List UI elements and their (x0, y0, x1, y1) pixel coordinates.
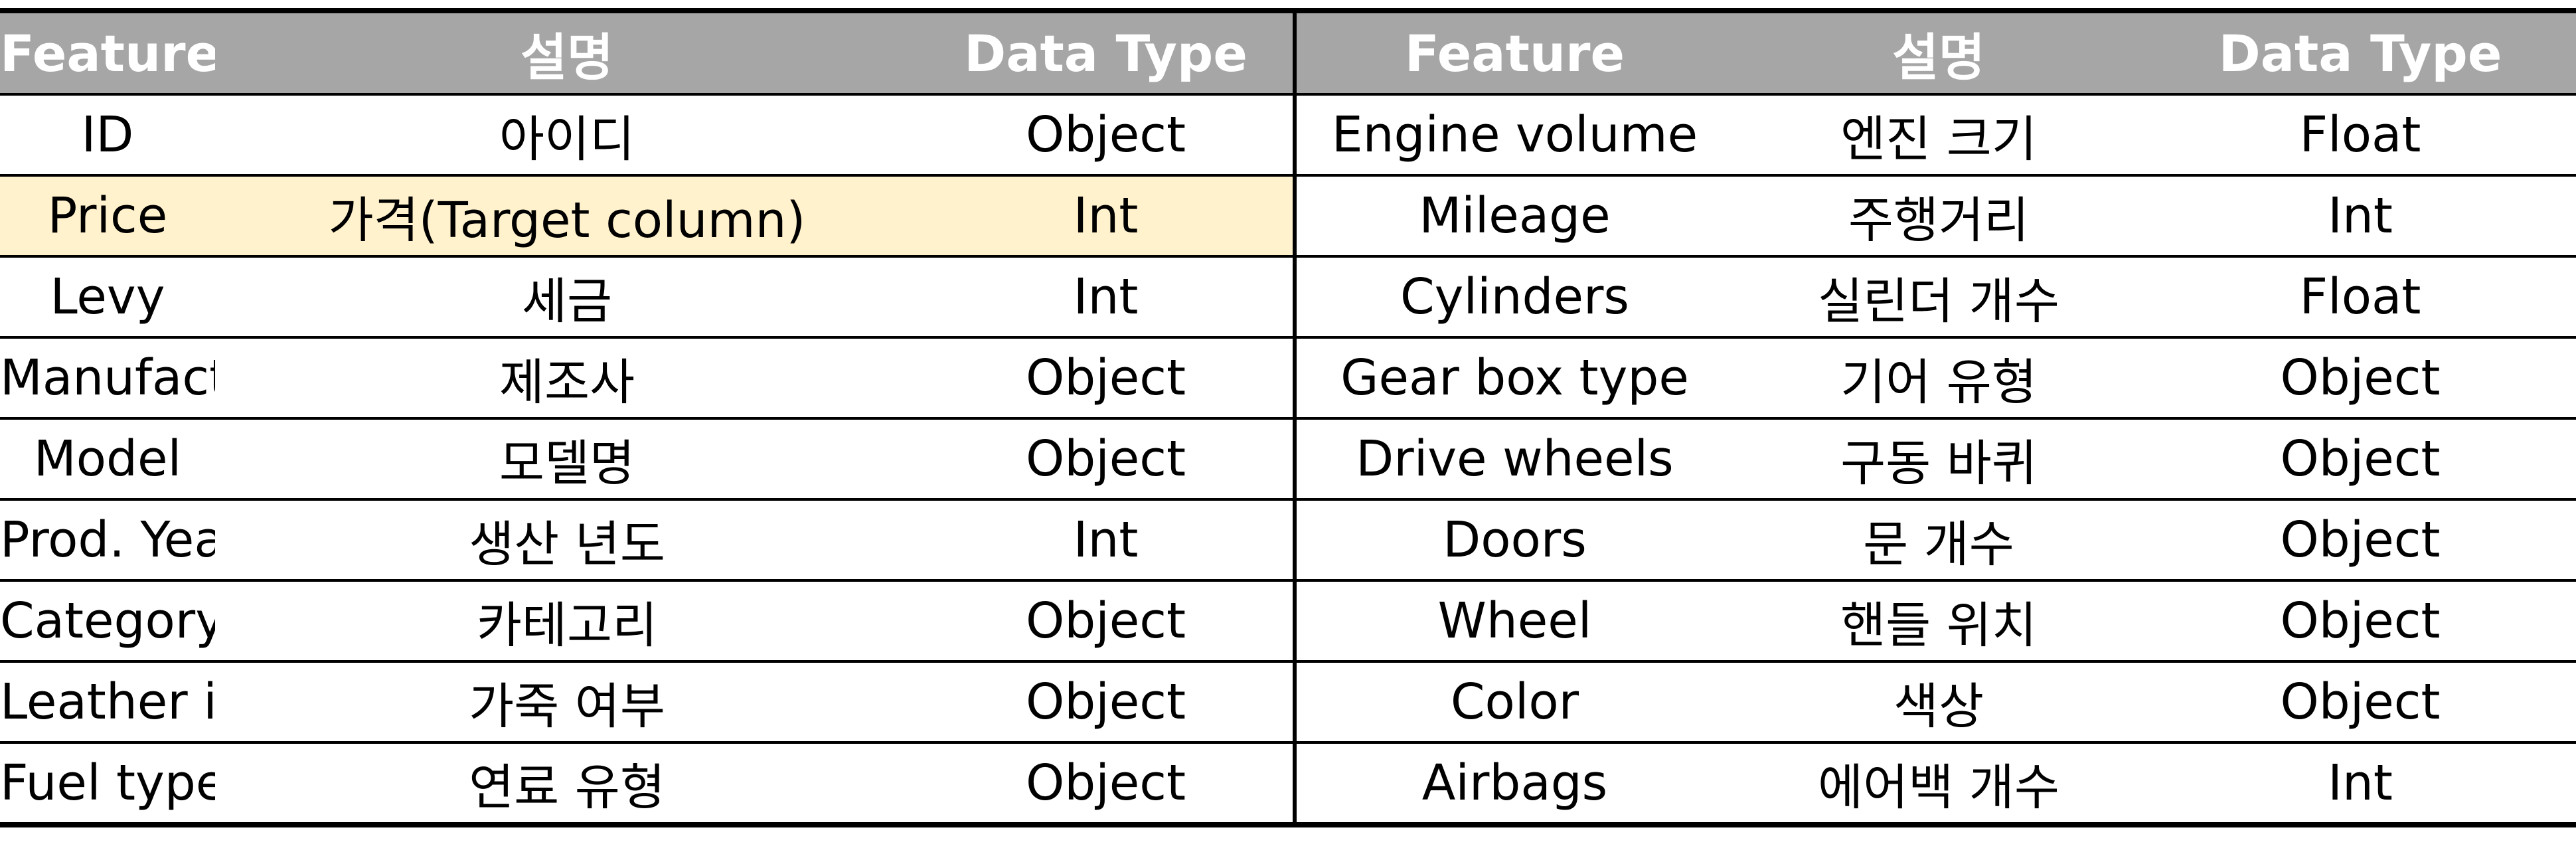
data-type-cell: Object (919, 579, 1295, 661)
feature-cell: Manufacturer (0, 336, 215, 418)
description-cell: 세금 (215, 255, 919, 337)
description-cell: 생산 년도 (215, 498, 919, 580)
table-row: Category 카테고리 Object Wheel 핸들 위치 Object (0, 579, 2576, 661)
table-row-highlighted: Price 가격(Target column) Int Mileage 주행거리… (0, 174, 2576, 256)
data-type-cell: Object (919, 417, 1295, 499)
data-type-cell: Object (2144, 579, 2576, 661)
table-row: Levy 세금 Int Cylinders 실린더 개수 Float (0, 255, 2576, 337)
feature-cell: Price (0, 174, 215, 256)
feature-cell: Wheel (1293, 579, 1733, 661)
description-cell: 가죽 여부 (215, 660, 919, 742)
description-cell: 연료 유형 (215, 741, 919, 825)
description-cell: 실린더 개수 (1733, 255, 2144, 337)
data-type-cell: Int (2144, 174, 2576, 256)
table-body: ID 아이디 Object Engine volume 엔진 크기 Float … (0, 93, 2576, 825)
feature-cell: Mileage (1293, 174, 1733, 256)
data-type-cell: Object (919, 336, 1295, 418)
feature-cell: Fuel type (0, 741, 215, 825)
description-cell: 제조사 (215, 336, 919, 418)
data-type-cell: Object (2144, 498, 2576, 580)
feature-cell: Category (0, 579, 215, 661)
feature-cell: Cylinders (1293, 255, 1733, 337)
description-cell: 문 개수 (1733, 498, 2144, 580)
data-type-cell: Int (919, 498, 1295, 580)
description-cell: 색상 (1733, 660, 2144, 742)
table-header: Feature 설명 Data Type Feature 설명 Data Typ… (0, 11, 2576, 94)
description-cell: 핸들 위치 (1733, 579, 2144, 661)
data-type-cell: Int (919, 255, 1295, 337)
feature-cell: Leather interior (0, 660, 215, 742)
description-cell: 가격(Target column) (215, 174, 919, 256)
feature-cell: Model (0, 417, 215, 499)
data-type-cell: Object (2144, 336, 2576, 418)
description-cell: 아이디 (215, 93, 919, 175)
header-data-type-right: Data Type (2144, 11, 2576, 94)
feature-cell: Engine volume (1293, 93, 1733, 175)
header-description-right: 설명 (1733, 11, 2144, 94)
feature-cell: Prod. Year (0, 498, 215, 580)
table-row: ID 아이디 Object Engine volume 엔진 크기 Float (0, 93, 2576, 175)
description-cell: 엔진 크기 (1733, 93, 2144, 175)
header-feature-left: Feature (0, 11, 215, 94)
feature-cell: Drive wheels (1293, 417, 1733, 499)
description-cell: 주행거리 (1733, 174, 2144, 256)
data-type-cell: Int (2144, 741, 2576, 825)
header-row: Feature 설명 Data Type Feature 설명 Data Typ… (0, 11, 2576, 94)
header-data-type-left: Data Type (919, 11, 1295, 94)
data-type-cell: Object (919, 741, 1295, 825)
data-type-cell: Object (919, 93, 1295, 175)
table-row: Manufacturer 제조사 Object Gear box type 기어… (0, 336, 2576, 418)
feature-cell: Airbags (1293, 741, 1733, 825)
description-cell: 에어백 개수 (1733, 741, 2144, 825)
feature-cell: Gear box type (1293, 336, 1733, 418)
feature-cell: ID (0, 93, 215, 175)
table-row: Model 모델명 Object Drive wheels 구동 바퀴 Obje… (0, 417, 2576, 499)
header-description-left: 설명 (215, 11, 919, 94)
data-type-cell: Float (2144, 255, 2576, 337)
table-row: Leather interior 가죽 여부 Object Color 색상 O… (0, 660, 2576, 742)
data-type-cell: Object (2144, 417, 2576, 499)
data-type-cell: Object (2144, 660, 2576, 742)
table-row: Prod. Year 생산 년도 Int Doors 문 개수 Object (0, 498, 2576, 580)
description-cell: 기어 유형 (1733, 336, 2144, 418)
description-cell: 카테고리 (215, 579, 919, 661)
data-type-cell: Object (919, 660, 1295, 742)
data-type-cell: Float (2144, 93, 2576, 175)
description-cell: 모델명 (215, 417, 919, 499)
feature-cell: Levy (0, 255, 215, 337)
table-row: Fuel type 연료 유형 Object Airbags 에어백 개수 In… (0, 741, 2576, 825)
data-type-cell: Int (919, 174, 1295, 256)
description-cell: 구동 바퀴 (1733, 417, 2144, 499)
feature-cell: Doors (1293, 498, 1733, 580)
header-feature-right: Feature (1293, 11, 1733, 94)
feature-table: Feature 설명 Data Type Feature 설명 Data Typ… (0, 8, 2576, 827)
feature-cell: Color (1293, 660, 1733, 742)
